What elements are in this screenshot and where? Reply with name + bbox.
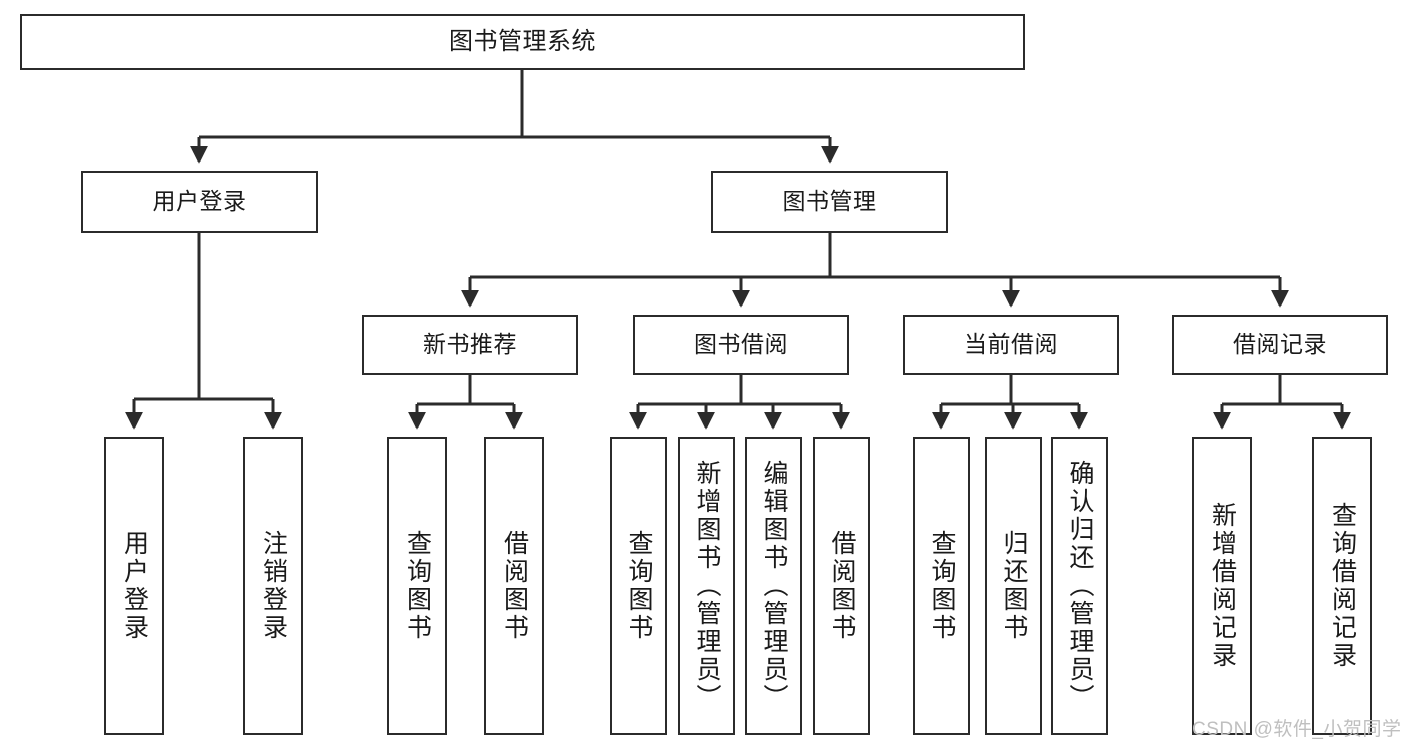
node-book-borrow[interactable]: 图书借阅 (633, 315, 849, 375)
node-current-borrow[interactable]: 当前借阅 (903, 315, 1119, 375)
node-book-management-label: 图书管理 (782, 188, 877, 215)
node-leaf-query-record-label: 查询借阅记录 (1328, 502, 1357, 670)
node-leaf-user-login-label: 用户登录 (120, 530, 149, 642)
node-current-borrow-label: 当前借阅 (964, 331, 1058, 358)
node-leaf-borrow-book-2-label: 借阅图书 (828, 530, 856, 642)
csdn-watermark: CSDN @软件_小贺同学 (1192, 719, 1402, 740)
node-leaf-edit-book[interactable]: 编辑图书（管理员） (745, 437, 802, 735)
node-leaf-logout[interactable]: 注销登录 (243, 437, 303, 735)
node-borrow-record-label: 借阅记录 (1233, 331, 1327, 358)
node-leaf-edit-book-label: 编辑图书（管理员） (760, 460, 788, 712)
node-leaf-confirm-return-label: 确认归还（管理员） (1066, 460, 1094, 712)
node-leaf-add-record-label: 新增借阅记录 (1208, 502, 1237, 670)
node-leaf-logout-label: 注销登录 (259, 530, 288, 642)
node-leaf-borrow-book-1[interactable]: 借阅图书 (484, 437, 544, 735)
node-leaf-borrow-book-1-label: 借阅图书 (500, 530, 529, 642)
node-new-book-recommendation-label: 新书推荐 (423, 331, 517, 358)
node-leaf-query-book-2-label: 查询图书 (625, 530, 653, 642)
node-leaf-borrow-book-2[interactable]: 借阅图书 (813, 437, 870, 735)
node-leaf-query-book-1[interactable]: 查询图书 (387, 437, 447, 735)
node-new-book-recommendation[interactable]: 新书推荐 (362, 315, 578, 375)
node-root[interactable]: 图书管理系统 (20, 14, 1025, 70)
node-book-borrow-label: 图书借阅 (694, 331, 788, 358)
node-leaf-query-book-3[interactable]: 查询图书 (913, 437, 970, 735)
node-book-management[interactable]: 图书管理 (711, 171, 948, 233)
node-leaf-add-book[interactable]: 新增图书（管理员） (678, 437, 735, 735)
node-leaf-query-record[interactable]: 查询借阅记录 (1312, 437, 1372, 735)
node-root-label: 图书管理系统 (449, 27, 596, 55)
node-leaf-query-book-2[interactable]: 查询图书 (610, 437, 667, 735)
node-user-login-label: 用户登录 (152, 188, 247, 215)
node-leaf-query-book-3-label: 查询图书 (928, 530, 956, 642)
node-leaf-return-book[interactable]: 归还图书 (985, 437, 1042, 735)
node-borrow-record[interactable]: 借阅记录 (1172, 315, 1388, 375)
node-user-login[interactable]: 用户登录 (81, 171, 318, 233)
node-leaf-add-record[interactable]: 新增借阅记录 (1192, 437, 1252, 735)
node-leaf-return-book-label: 归还图书 (1000, 530, 1028, 642)
node-leaf-confirm-return[interactable]: 确认归还（管理员） (1051, 437, 1108, 735)
node-leaf-add-book-label: 新增图书（管理员） (693, 460, 721, 712)
node-leaf-query-book-1-label: 查询图书 (403, 530, 432, 642)
node-leaf-user-login[interactable]: 用户登录 (104, 437, 164, 735)
